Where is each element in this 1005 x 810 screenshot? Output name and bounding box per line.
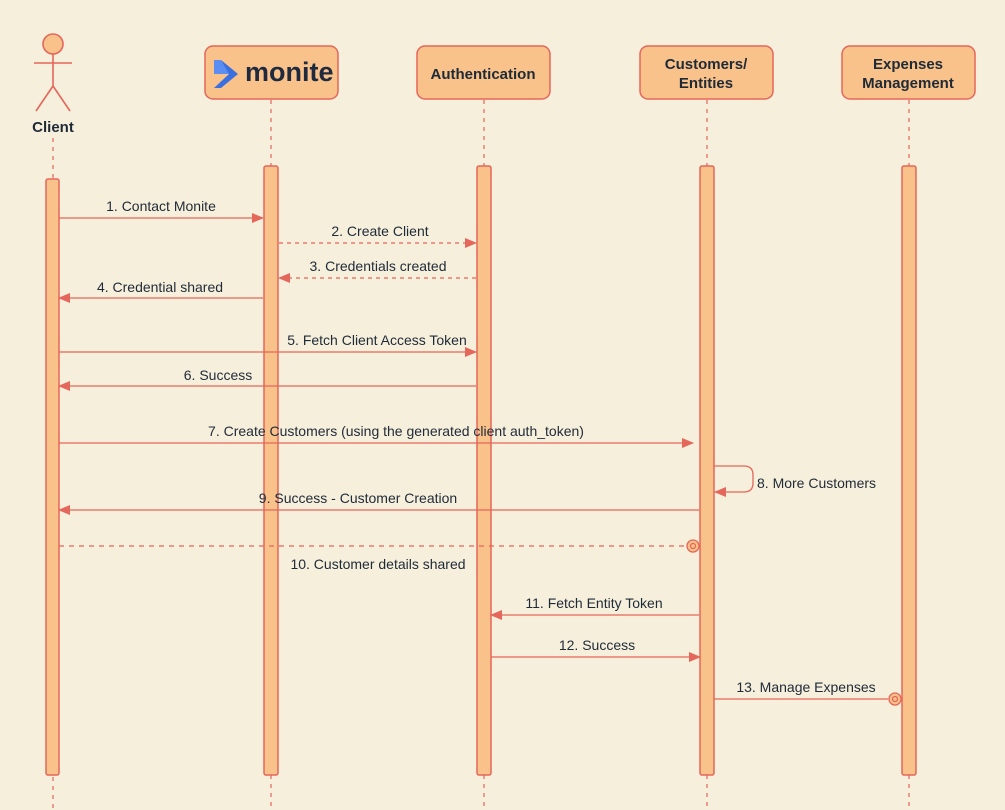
participant-customers: Customers/ Entities [639, 45, 774, 100]
participant-monite: monite [204, 45, 339, 100]
participant-customers-label-line2: Entities [679, 75, 733, 92]
message-label: 7. Create Customers (using the generated… [208, 423, 584, 439]
activation-bar-expenses [901, 165, 917, 776]
participant-expenses: Expenses Management [841, 45, 976, 100]
message-label: 12. Success [559, 637, 635, 653]
message-label: 10. Customer details shared [290, 556, 465, 572]
message-labels: 1. Contact Monite 2. Create Client 3. Cr… [97, 198, 876, 695]
participant-expenses-label-line2: Management [862, 75, 954, 92]
message-label: 9. Success - Customer Creation [259, 490, 457, 506]
message-label: 3. Credentials created [310, 258, 447, 274]
activation-bars [45, 165, 917, 776]
participant-customers-label-line1: Customers/ [665, 56, 748, 73]
message-label: 13. Manage Expenses [736, 679, 875, 695]
activation-bar-authentication [476, 165, 492, 776]
async-endpoint-icon [686, 539, 700, 553]
stick-figure-icon [34, 33, 72, 112]
message-label: 2. Create Client [331, 223, 428, 239]
actor-label-client: Client [32, 119, 74, 136]
message-label: 11. Fetch Entity Token [525, 595, 662, 611]
message-label: 4. Credential shared [97, 279, 223, 295]
message-label: 5. Fetch Client Access Token [287, 332, 467, 348]
participant-authentication: Authentication [416, 45, 551, 100]
activation-bar-client [45, 178, 60, 776]
message-label: 6. Success [184, 367, 252, 383]
monite-logo-text: monite [245, 57, 334, 87]
messages [58, 213, 888, 700]
monite-logo-icon [214, 60, 238, 88]
participant-authentication-label: Authentication [431, 66, 536, 83]
async-endpoint-icon [888, 692, 902, 706]
activation-bar-monite [263, 165, 279, 776]
message-8-arrow [714, 465, 754, 497]
activation-bar-customers [699, 165, 715, 776]
message-label: 1. Contact Monite [106, 198, 216, 214]
message-label: 8. More Customers [757, 475, 876, 491]
participant-expenses-label-line1: Expenses [873, 56, 943, 73]
